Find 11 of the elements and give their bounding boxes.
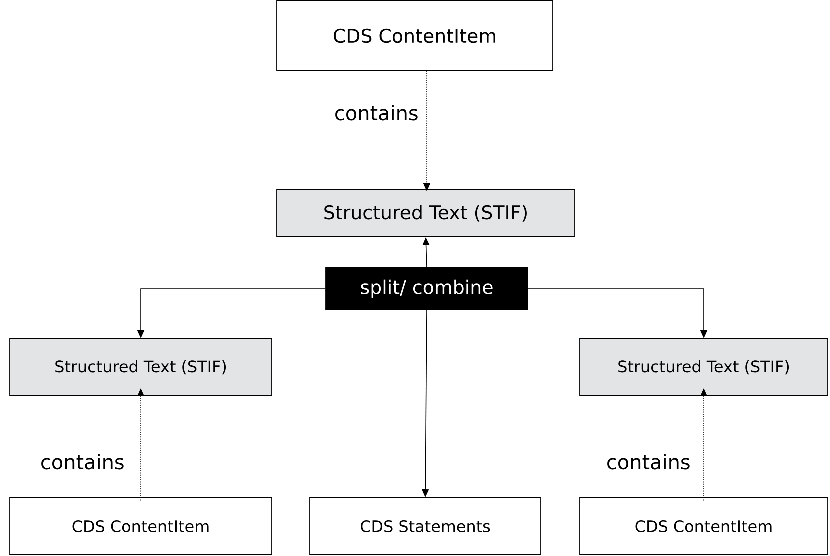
operation-box: split/ combine: [326, 268, 528, 310]
process-box: CDS Statements: [310, 498, 542, 556]
edge-label: contains: [336, 105, 418, 121]
process-box: CDS ContentItem: [580, 498, 828, 556]
process-box: CDS ContentItem: [276, 0, 554, 72]
edge-label: contains: [608, 454, 690, 470]
process-box: Structured Text (STIF): [10, 338, 272, 396]
process-box: Structured Text (STIF): [580, 338, 828, 396]
process-box: Structured Text (STIF): [276, 190, 576, 238]
edge-label: contains: [42, 454, 124, 470]
process-box: CDS ContentItem: [10, 498, 272, 556]
